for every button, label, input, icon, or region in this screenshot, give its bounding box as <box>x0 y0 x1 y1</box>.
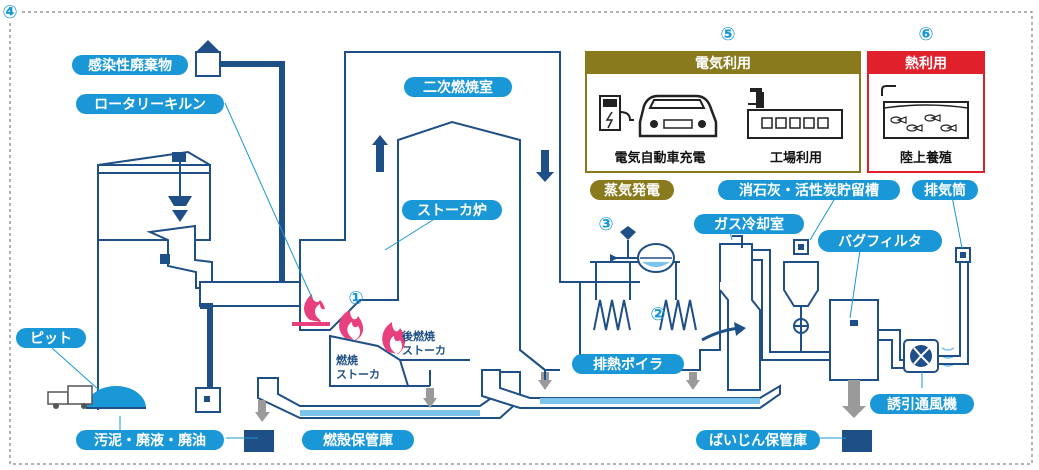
fan-icon <box>903 339 955 373</box>
label-ash-storage: 燃殻保管庫 <box>302 430 414 450</box>
flue-duct <box>752 239 830 361</box>
svg-text:蒸気発電: 蒸気発電 <box>604 182 660 199</box>
label-stoker-furnace: ストーカ炉 <box>402 200 502 220</box>
car-icon <box>638 94 718 138</box>
ash-storage-bin <box>244 430 274 452</box>
svg-text:ばいじん保管庫: ばいじん保管庫 <box>709 432 807 449</box>
heat-use-box: 熱利用 陸上養殖 <box>867 51 985 173</box>
svg-text:ストーカ炉: ストーカ炉 <box>417 202 487 219</box>
label-dust-storage: ばいじん保管庫 <box>696 430 820 450</box>
svg-text:排気筒: 排気筒 <box>924 182 966 199</box>
rotary-kiln <box>195 281 301 413</box>
electricity-box-title: 電気利用 <box>695 55 751 72</box>
factory-use-label: 工場利用 <box>770 150 822 166</box>
label-induced-fan: 誘引通風機 <box>870 394 974 414</box>
rotary-kiln-building <box>97 150 213 370</box>
label-sludge: 汚泥・廃液・廃油 <box>76 430 224 450</box>
label-rotary-kiln: ロータリーキルン <box>76 94 224 114</box>
electricity-use-box: 電気利用 電気自動車充電 工場利用 <box>585 51 861 173</box>
label-waste-boiler: 排熱ボイラ <box>572 354 684 374</box>
exhaust-stack <box>938 247 971 365</box>
svg-text:排熱ボイラ: 排熱ボイラ <box>593 356 663 373</box>
aquaculture-label: 陸上養殖 <box>900 150 952 166</box>
marker-2: ② <box>650 304 665 325</box>
svg-text:感染性廃棄物: 感染性廃棄物 <box>88 57 172 74</box>
label-stack: 排気筒 <box>912 180 978 200</box>
marker-1: ① <box>348 288 363 309</box>
svg-text:汚泥・廃液・廃油: 汚泥・廃液・廃油 <box>94 432 206 449</box>
label-steam-power: 蒸気発電 <box>590 180 674 200</box>
diagram-border <box>9 11 1033 465</box>
boiler-conveyor <box>481 369 781 409</box>
infectious-waste-hopper <box>195 40 285 282</box>
svg-text:バグフィルタ: バグフィルタ <box>838 233 922 250</box>
svg-text:ガス冷却室: ガス冷却室 <box>714 216 784 233</box>
after-stoker-label-2: ストーカ <box>402 344 446 357</box>
marker-6: ⑥ <box>918 24 933 45</box>
label-bag-filter: バグフィルタ <box>818 230 942 252</box>
ev-charger-icon <box>599 95 634 131</box>
label-infectious-waste: 感染性廃棄物 <box>72 55 188 75</box>
waste-heat-boiler <box>519 140 721 380</box>
pit <box>86 370 146 410</box>
label-pit: ピット <box>16 328 86 348</box>
heat-box-title: 熱利用 <box>905 55 947 72</box>
stoker-grates <box>329 334 470 387</box>
svg-text:ロータリーキルン: ロータリーキルン <box>94 97 206 113</box>
marker-4-bg <box>1 3 19 21</box>
svg-text:誘引通風機: 誘引通風機 <box>887 396 957 413</box>
dust-storage-bin <box>842 430 872 452</box>
marker-5: ⑤ <box>720 24 735 45</box>
burn-stoker-label-1: 燃焼 <box>335 353 358 367</box>
ev-charging-label: 電気自動車充電 <box>614 150 705 166</box>
svg-text:燃殻保管庫: 燃殻保管庫 <box>323 432 393 449</box>
fish-tank-icon <box>881 85 969 139</box>
marker-4: ④ <box>2 2 17 23</box>
label-secondary-chamber: 二次燃焼室 <box>404 77 512 97</box>
svg-text:ピット: ピット <box>30 331 72 347</box>
label-slaked-lime-tank: 消石灰・活性炭貯留槽 <box>718 180 900 200</box>
flame-icon <box>292 294 406 354</box>
after-stoker-label-1: 後燃焼 <box>402 329 435 343</box>
gas-cooling-chamber <box>701 235 761 391</box>
label-gas-cooling: ガス冷却室 <box>694 214 804 234</box>
bag-filter <box>829 299 916 418</box>
marker-3: ③ <box>598 214 613 235</box>
factory-icon <box>747 88 843 139</box>
truck-icon <box>47 385 93 409</box>
svg-text:二次燃焼室: 二次燃焼室 <box>423 79 493 96</box>
burn-stoker-label-2: ストーカ <box>336 368 380 381</box>
svg-text:消石灰・活性炭貯留槽: 消石灰・活性炭貯留槽 <box>739 182 879 199</box>
